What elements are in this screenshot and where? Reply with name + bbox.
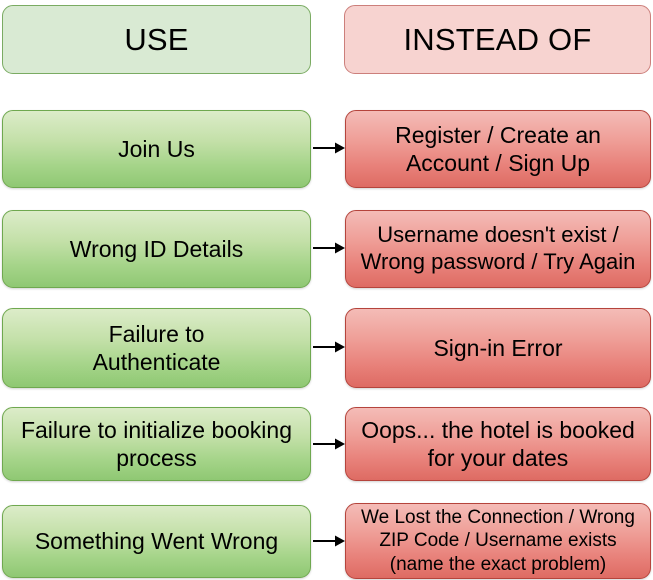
instead-of-box-row-4: Oops... the hotel is booked for your dat… <box>345 407 651 481</box>
instead-of-box-row-1: Register / Create an Account / Sign Up <box>345 110 651 188</box>
instead-of-box-row-5: We Lost the Connection / Wrong ZIP Code … <box>345 503 651 579</box>
instead-of-box-row-2: Username doesn't exist / Wrong password … <box>345 210 651 288</box>
arrow-icon-row-1 <box>313 141 346 155</box>
column-header-use: USE <box>2 5 311 74</box>
arrow-icon-row-4 <box>313 437 346 451</box>
arrow-icon-row-2 <box>313 241 346 255</box>
column-header-instead-of: INSTEAD OF <box>344 5 651 74</box>
instead-of-box-row-3: Sign-in Error <box>345 308 651 388</box>
use-box-row-3: Failure to Authenticate <box>2 308 311 388</box>
arrow-icon-row-3 <box>313 340 346 354</box>
use-box-row-2: Wrong ID Details <box>2 210 311 288</box>
use-box-row-1: Join Us <box>2 110 311 188</box>
arrow-icon-row-5 <box>313 534 346 548</box>
use-box-row-5: Something Went Wrong <box>2 505 311 578</box>
use-box-row-4: Failure to initialize booking process <box>2 407 311 481</box>
